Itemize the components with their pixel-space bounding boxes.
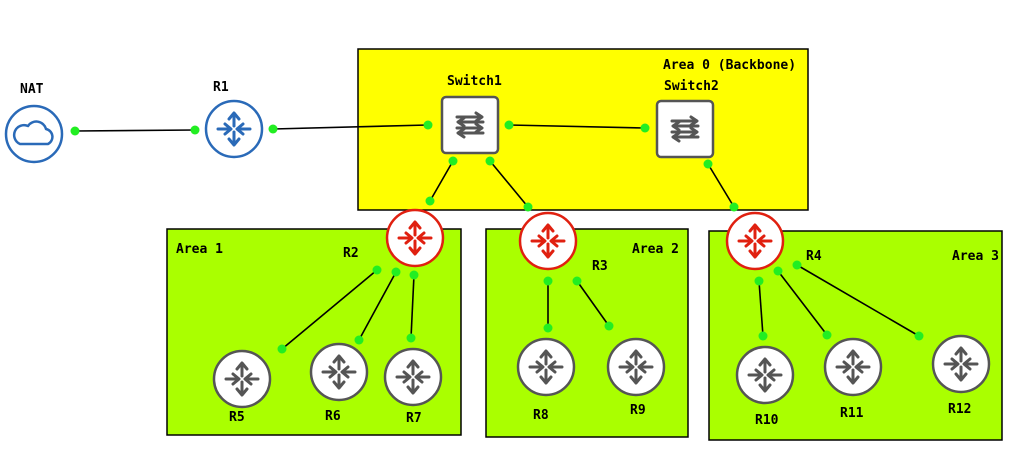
area-2-label: Area 2	[632, 242, 679, 257]
area-2	[485, 228, 689, 438]
router-r7[interactable]	[383, 347, 443, 407]
switch-switch1[interactable]	[440, 95, 500, 155]
port	[425, 196, 435, 206]
port	[640, 123, 650, 133]
router-r5[interactable]	[212, 349, 272, 409]
port	[729, 202, 739, 212]
port	[277, 344, 287, 354]
link-r4-r11	[777, 270, 828, 336]
link-r4-r10	[758, 280, 764, 337]
port	[190, 125, 200, 135]
link-r2-r5	[281, 269, 378, 350]
port	[70, 126, 80, 136]
switch2-label: Switch2	[664, 79, 719, 94]
port	[448, 156, 458, 166]
area-0-label: Area 0 (Backbone)	[663, 58, 796, 73]
r10-label: R10	[755, 413, 779, 428]
link-r1-switch1	[272, 124, 429, 130]
link-switch2-r4	[707, 163, 735, 208]
r8-label: R8	[533, 408, 549, 423]
link-switch1-r2	[429, 160, 454, 202]
port	[914, 331, 924, 341]
area-0-backbone	[357, 48, 809, 211]
router-r10[interactable]	[735, 345, 795, 405]
port	[372, 265, 382, 275]
nat-label: NAT	[20, 82, 44, 97]
switch1-label: Switch1	[447, 74, 502, 89]
link-r2-r7	[410, 274, 415, 339]
router-r9[interactable]	[606, 337, 666, 397]
router-r12[interactable]	[931, 334, 991, 394]
r12-label: R12	[948, 402, 971, 417]
nat-node[interactable]	[4, 104, 64, 164]
port	[572, 276, 582, 286]
port	[268, 124, 278, 134]
router-r4[interactable]	[725, 211, 785, 271]
port	[754, 276, 764, 286]
link-nat-r1	[74, 129, 196, 132]
port	[773, 266, 783, 276]
port	[354, 335, 364, 345]
r3-label: R3	[592, 259, 608, 274]
links	[74, 124, 920, 350]
link-r4-r12	[796, 264, 920, 337]
r1-label: R1	[213, 80, 229, 95]
port	[703, 159, 713, 169]
interface-ports	[70, 120, 924, 354]
port	[543, 323, 553, 333]
r7-label: R7	[406, 411, 422, 426]
port	[758, 331, 768, 341]
port	[485, 156, 495, 166]
area-1-label: Area 1	[176, 242, 223, 257]
link-switch1-r3	[489, 160, 529, 208]
router-r1[interactable]	[204, 99, 264, 159]
link-switch1-switch2	[508, 124, 646, 129]
area-3-label: Area 3	[952, 249, 999, 264]
r5-label: R5	[229, 410, 245, 425]
r4-label: R4	[806, 249, 822, 264]
port	[406, 333, 416, 343]
r9-label: R9	[630, 403, 646, 418]
router-r2[interactable]	[385, 208, 445, 268]
port	[792, 260, 802, 270]
link-r3-r9	[576, 280, 610, 327]
switch-switch2[interactable]	[655, 99, 715, 159]
port	[504, 120, 514, 130]
r2-label: R2	[343, 246, 359, 261]
port	[523, 202, 533, 212]
cloud-icon	[12, 120, 54, 146]
port	[423, 120, 433, 130]
router-r8[interactable]	[516, 337, 576, 397]
router-r3[interactable]	[518, 211, 578, 271]
router-r11[interactable]	[823, 337, 883, 397]
port	[543, 276, 553, 286]
port	[604, 321, 614, 331]
port	[391, 267, 401, 277]
port	[409, 270, 419, 280]
r11-label: R11	[840, 406, 864, 421]
link-r2-r6	[358, 271, 397, 341]
router-r6[interactable]	[309, 342, 369, 402]
port	[822, 330, 832, 340]
r6-label: R6	[325, 409, 341, 424]
